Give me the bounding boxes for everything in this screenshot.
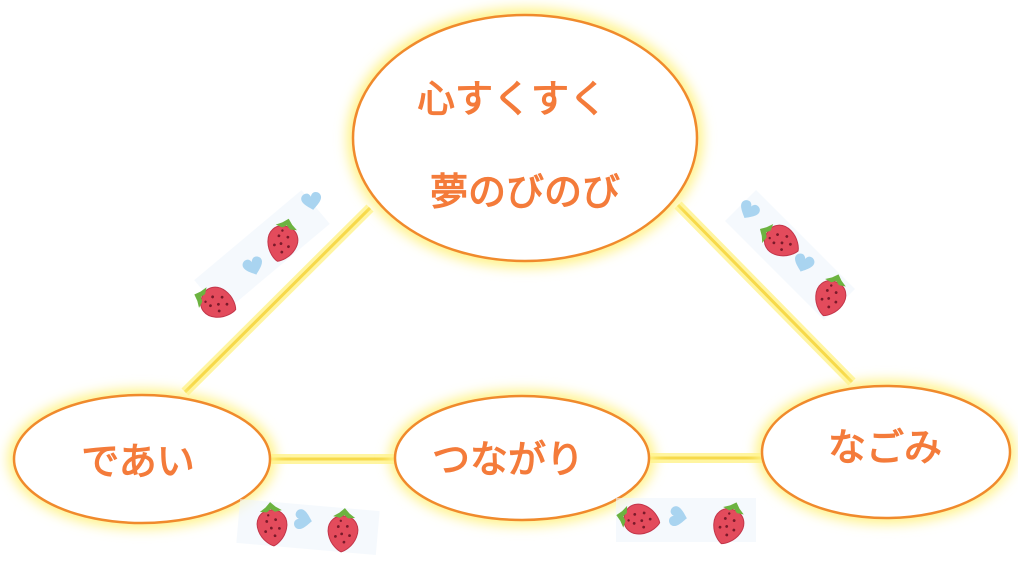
node-left: であい <box>8 389 276 529</box>
node-top-shape <box>351 13 699 263</box>
node-top: 心すくすく 夢のびのび <box>347 8 703 268</box>
node-right-label: なごみ <box>828 426 942 470</box>
decoration-bottom-right <box>613 496 756 550</box>
node-left-label: であい <box>81 440 195 484</box>
node-right: なごみ <box>756 380 1016 524</box>
node-center-label: つながり <box>432 438 584 482</box>
node-left-shape <box>12 393 272 525</box>
decoration-upper-left <box>188 190 330 324</box>
node-top-line2: 夢のびのび <box>430 170 620 214</box>
node-center-shape <box>393 394 651 522</box>
node-top-line1: 心すくすく <box>417 77 607 121</box>
decoration-bottom-left <box>236 498 380 556</box>
node-right-shape <box>760 384 1012 520</box>
connector-lines <box>181 201 856 464</box>
decoration-upper-right <box>724 189 856 322</box>
node-center: つながり <box>389 390 655 526</box>
